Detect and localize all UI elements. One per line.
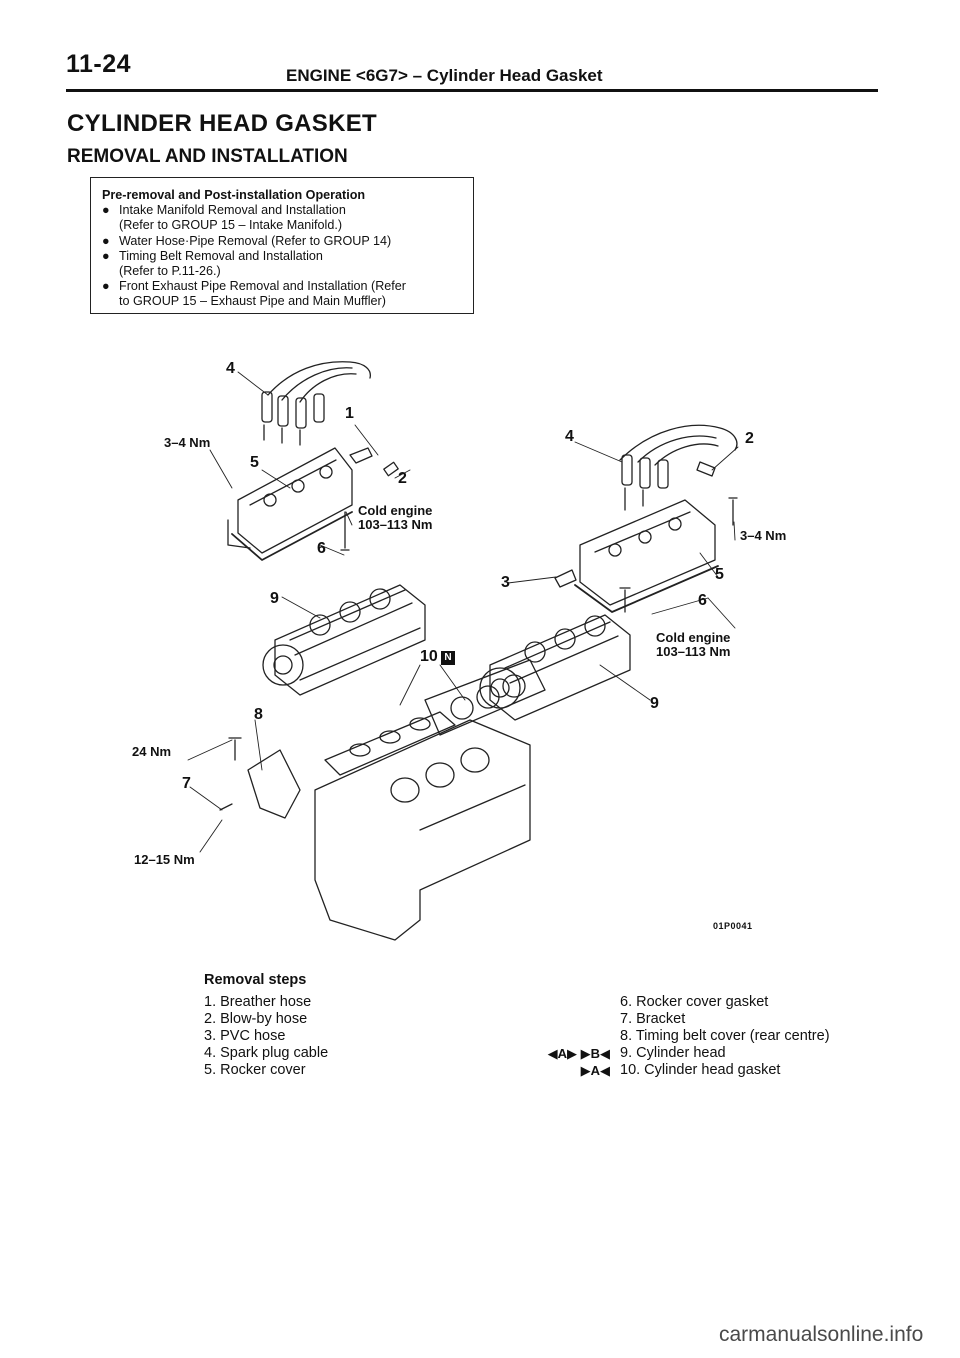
torque-label: 12–15 Nm bbox=[134, 852, 195, 867]
part-number: 2 bbox=[398, 470, 407, 487]
part-number: 9 bbox=[650, 695, 659, 712]
removal-steps-right: 6. Rocker cover gasket 7. Bracket 8. Tim… bbox=[548, 994, 830, 1079]
left-spark-plug-cables bbox=[261, 361, 371, 446]
pre-removal-line: (Refer to P.11-26.) bbox=[119, 264, 221, 279]
page-title: CYLINDER HEAD GASKET bbox=[67, 110, 378, 137]
left-hoses bbox=[340, 447, 399, 551]
removal-step-text: 7. Bracket bbox=[620, 1011, 686, 1027]
removal-steps-left: 1. Breather hose 2. Blow-by hose 3. PVC … bbox=[204, 994, 328, 1079]
bullet-icon: ● bbox=[102, 279, 110, 294]
removal-step: 5. Rocker cover bbox=[204, 1062, 306, 1078]
torque-label: 3–4 Nm bbox=[740, 528, 787, 543]
part-number: 6 bbox=[317, 540, 326, 557]
removal-step: 6. Rocker cover gasket bbox=[620, 994, 830, 1011]
part-number: 3 bbox=[501, 574, 510, 591]
engine-block bbox=[314, 719, 531, 941]
pre-removal-item: ● Timing Belt Removal and Installation (… bbox=[102, 249, 473, 279]
pre-removal-line: Timing Belt Removal and Installation bbox=[119, 248, 323, 263]
left-rocker-cover bbox=[227, 447, 353, 561]
right-gasket bbox=[424, 659, 546, 736]
part-number: 2 bbox=[745, 430, 754, 447]
pre-removal-line: Front Exhaust Pipe Removal and Installat… bbox=[119, 279, 406, 294]
pre-removal-title: Pre-removal and Post-installation Operat… bbox=[102, 188, 366, 202]
page-number: 11-24 bbox=[66, 50, 132, 78]
torque-label: 3–4 Nm bbox=[164, 435, 211, 450]
pre-removal-item: ● Water Hose·Pipe Removal (Refer to GROU… bbox=[102, 234, 473, 249]
removal-step-text: 9. Cylinder head bbox=[620, 1045, 726, 1061]
pre-removal-box: Pre-removal and Post-installation Operat… bbox=[90, 177, 474, 314]
cold-engine-label: Cold engine bbox=[358, 503, 433, 518]
removal-step: 8. Timing belt cover (rear centre) bbox=[620, 1028, 830, 1045]
right-cylinder-head bbox=[479, 587, 631, 721]
torque-label: 24 Nm bbox=[132, 744, 172, 759]
removal-step: ▶A◀ 10. Cylinder head gasket bbox=[581, 1062, 830, 1079]
leader-lines bbox=[187, 371, 739, 853]
part-number: 1 bbox=[345, 405, 354, 422]
part-number: 4 bbox=[226, 360, 235, 377]
torque-label: 103–113 Nm bbox=[358, 517, 433, 532]
bullet-icon: ● bbox=[102, 248, 110, 263]
removal-step-text: 6. Rocker cover gasket bbox=[620, 994, 769, 1010]
removal-step: 4. Spark plug cable bbox=[204, 1045, 329, 1061]
part-number: 10 bbox=[420, 648, 438, 665]
pre-removal-line: (Refer to GROUP 15 – Intake Manifold.) bbox=[119, 218, 343, 233]
removal-step: ◀A▶ ▶B◀ 9. Cylinder head bbox=[548, 1045, 830, 1062]
pre-removal-line: to GROUP 15 – Exhaust Pipe and Main Muff… bbox=[119, 294, 386, 309]
left-gasket bbox=[324, 711, 456, 776]
pre-removal-line: Intake Manifold Removal and Installation bbox=[119, 203, 346, 218]
removal-step: 1. Breather hose bbox=[204, 994, 312, 1010]
bullet-icon: ● bbox=[102, 203, 110, 218]
new-part-icon: N bbox=[441, 651, 455, 665]
removal-step-text: 10. Cylinder head gasket bbox=[620, 1062, 781, 1078]
removal-step: 7. Bracket bbox=[620, 1011, 830, 1028]
pre-removal-line: Water Hose·Pipe Removal (Refer to GROUP … bbox=[119, 233, 392, 248]
cold-engine-label: Cold engine bbox=[656, 630, 731, 645]
part-number: 5 bbox=[250, 454, 259, 471]
service-point-mark: ▶A◀ bbox=[580, 1063, 610, 1078]
page-header: 11-24 ENGINE <6G7> – Cylinder Head Gaske… bbox=[66, 50, 878, 90]
removal-step: 3. PVC hose bbox=[204, 1028, 286, 1044]
figure-code: 01P0041 bbox=[713, 921, 753, 931]
section-title: ENGINE <6G7> – Cylinder Head Gasket bbox=[286, 66, 603, 85]
service-point-mark: ◀A▶ ▶B◀ bbox=[547, 1046, 610, 1061]
removal-step-text: 8. Timing belt cover (rear centre) bbox=[620, 1028, 830, 1044]
pre-removal-item: ● Intake Manifold Removal and Installati… bbox=[102, 203, 473, 233]
part-number: 4 bbox=[565, 428, 574, 445]
part-number: 5 bbox=[715, 566, 724, 583]
header-rule bbox=[66, 89, 878, 92]
part-number: 9 bbox=[270, 590, 279, 607]
right-spark-plug-cables bbox=[619, 424, 738, 511]
watermark: carmanualsonline.info bbox=[719, 1323, 924, 1346]
left-bracket bbox=[219, 737, 301, 819]
part-number: 7 bbox=[182, 775, 191, 792]
torque-label: 103–113 Nm bbox=[656, 644, 731, 659]
bullet-icon: ● bbox=[102, 233, 110, 248]
page-subtitle: REMOVAL AND INSTALLATION bbox=[67, 146, 348, 167]
part-number: 6 bbox=[698, 592, 707, 609]
removal-step: 2. Blow-by hose bbox=[204, 1011, 308, 1027]
right-rocker-cover bbox=[554, 497, 738, 613]
part-number: 8 bbox=[254, 706, 263, 723]
left-cylinder-head bbox=[262, 584, 426, 696]
removal-steps-title: Removal steps bbox=[204, 972, 307, 988]
pre-removal-item: ● Front Exhaust Pipe Removal and Install… bbox=[102, 279, 473, 309]
